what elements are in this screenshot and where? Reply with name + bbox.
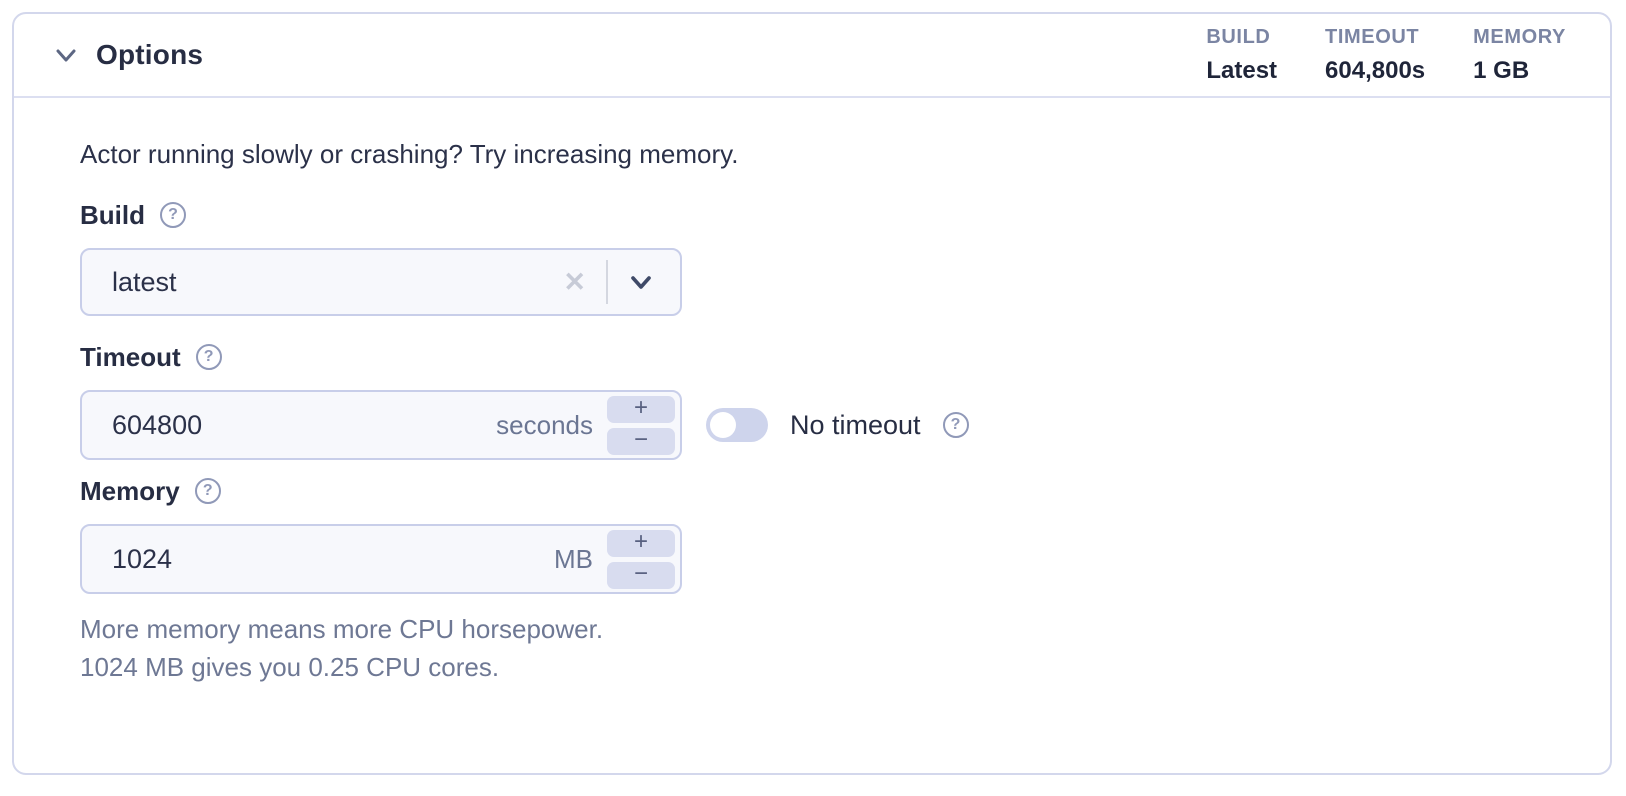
panel-title: Options [96, 39, 204, 70]
options-header: Options BUILD Latest TIMEOUT 604,800s ME… [14, 14, 1610, 98]
memory-unit: MB [554, 543, 593, 574]
memory-label-row: Memory ? [80, 476, 1544, 506]
select-divider [606, 260, 608, 304]
options-body: Actor running slowly or crashing? Try in… [14, 98, 1610, 686]
memory-row: MB + − [80, 524, 1544, 594]
collapse-header-button[interactable]: Options [52, 39, 203, 71]
timeout-help-icon[interactable]: ? [195, 344, 222, 370]
header-summary: BUILD Latest TIMEOUT 604,800s MEMORY 1 G… [1206, 26, 1566, 85]
summary-build: BUILD Latest [1206, 26, 1277, 85]
summary-timeout-value: 604,800s [1325, 56, 1426, 84]
memory-stepper: + − [607, 529, 675, 589]
timeout-input-box: seconds + − [80, 390, 682, 460]
timeout-unit: seconds [496, 409, 593, 440]
timeout-label: Timeout [80, 341, 181, 372]
no-timeout-group: No timeout ? [706, 408, 969, 442]
memory-helper-line-2: 1024 MB gives you 0.25 CPU cores. [80, 652, 500, 682]
select-chevron-down-icon[interactable] [626, 267, 656, 297]
summary-memory: MEMORY 1 GB [1473, 26, 1566, 85]
memory-helper-line-1: More memory means more CPU horsepower. [80, 614, 604, 644]
no-timeout-help-icon[interactable]: ? [942, 412, 969, 438]
timeout-stepper: + − [607, 395, 675, 455]
build-label-row: Build ? [80, 200, 1544, 230]
timeout-increment-button[interactable]: + [607, 395, 675, 423]
clear-icon[interactable]: ✕ [563, 266, 586, 297]
build-label: Build [80, 199, 145, 230]
timeout-input[interactable] [112, 409, 497, 441]
memory-increment-button[interactable]: + [607, 529, 675, 557]
no-timeout-label: No timeout [790, 409, 921, 440]
summary-build-value: Latest [1206, 56, 1278, 84]
summary-timeout: TIMEOUT 604,800s [1325, 26, 1425, 85]
no-timeout-toggle[interactable] [706, 408, 768, 442]
memory-input-box: MB + − [80, 524, 682, 594]
build-select[interactable]: ✕ [80, 248, 682, 316]
chevron-down-icon[interactable] [52, 41, 80, 69]
memory-input[interactable] [112, 543, 554, 575]
summary-memory-label: MEMORY [1473, 25, 1566, 48]
build-help-icon[interactable]: ? [160, 202, 186, 228]
build-select-input[interactable] [112, 266, 544, 298]
summary-timeout-label: TIMEOUT [1325, 25, 1420, 48]
toggle-knob [710, 412, 736, 438]
memory-help-icon[interactable]: ? [194, 478, 221, 504]
timeout-row: seconds + − No timeout ? [80, 390, 1544, 460]
timeout-decrement-button[interactable]: − [607, 427, 675, 455]
summary-memory-value: 1 GB [1473, 56, 1530, 84]
memory-decrement-button[interactable]: − [607, 561, 675, 589]
memory-helper-text: More memory means more CPU horsepower. 1… [80, 610, 1544, 686]
options-panel: Options BUILD Latest TIMEOUT 604,800s ME… [12, 12, 1612, 775]
memory-hint-text: Actor running slowly or crashing? Try in… [80, 139, 739, 169]
memory-label: Memory [80, 475, 180, 506]
summary-build-label: BUILD [1206, 25, 1271, 48]
timeout-label-row: Timeout ? [80, 342, 1544, 372]
